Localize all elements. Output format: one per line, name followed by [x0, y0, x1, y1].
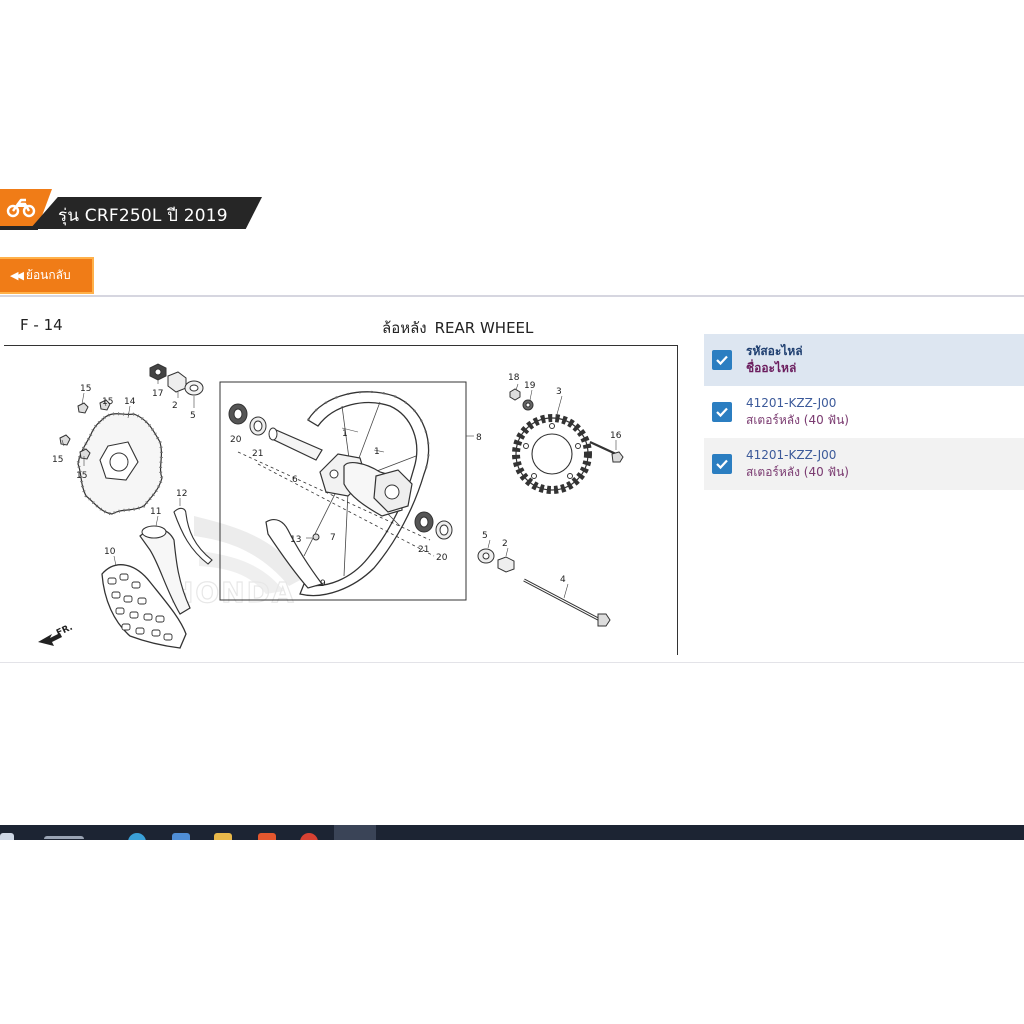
callout: 21: [418, 545, 429, 555]
callout: 5: [190, 411, 196, 421]
left-bearings[interactable]: [228, 403, 267, 436]
figure-title: ล้อหลัง REAR WHEEL: [382, 316, 533, 340]
callout: 1: [342, 429, 348, 439]
select-all-checkbox[interactable]: [712, 350, 732, 370]
back-button-label: ย้อนกลับ: [25, 268, 71, 282]
front-direction-arrow: FR.: [38, 623, 74, 646]
tire[interactable]: [101, 564, 187, 649]
header-part-name: ชื่ออะไหล่: [746, 361, 797, 375]
watermark-text: HONDA: [170, 576, 296, 609]
callout: 18: [508, 373, 520, 383]
figure-title-thai: ล้อหลัง: [382, 319, 427, 337]
figure-title-english: REAR WHEEL: [434, 319, 534, 337]
chrome-icon[interactable]: [300, 833, 318, 840]
check-icon: [716, 355, 728, 366]
callout: 7: [330, 533, 336, 543]
wheel-assembly-box: [219, 381, 467, 601]
callout: 2: [172, 401, 178, 411]
part-number: 41201-KZZ-J00: [746, 396, 837, 410]
assembly-lines: [237, 451, 435, 557]
motorcycle-icon: [6, 198, 36, 218]
callout: 16: [610, 431, 622, 441]
header-ribbon: [30, 197, 262, 229]
diagram-frame: [4, 345, 678, 655]
model-header: รุ่น CRF250L ปี 2019: [0, 189, 262, 240]
header-part-code: รหัสอะไหล่: [746, 344, 803, 358]
rear-sprocket[interactable]: [512, 414, 592, 494]
callout: 8: [476, 433, 482, 443]
callout: 6: [292, 475, 298, 485]
figure-code: F - 14: [20, 316, 63, 334]
callout: 20: [436, 553, 448, 563]
table-row[interactable]: 41201-KZZ-J00 สเตอร์หลัง (40 ฟัน): [704, 386, 1024, 438]
app-icon[interactable]: [258, 833, 276, 840]
callout: 10: [104, 547, 116, 557]
brake-disc[interactable]: [76, 412, 164, 516]
acrobat-icon[interactable]: [334, 825, 376, 840]
leader-lines: [61, 378, 617, 599]
distance-collar[interactable]: [268, 427, 323, 461]
start-icon[interactable]: [0, 833, 14, 840]
rear-axle[interactable]: [523, 578, 611, 627]
row-cell: 41201-KZZ-J00 สเตอร์หลัง (40 ฟัน): [746, 447, 849, 481]
callout: 1: [374, 447, 380, 457]
callout: 11: [150, 507, 161, 517]
callout: 15: [80, 384, 91, 394]
callout: 4: [560, 575, 566, 585]
row-checkbox[interactable]: [712, 454, 732, 474]
header-labels: รหัสอะไหล่ ชื่ออะไหล่: [746, 343, 803, 377]
table-header: รหัสอะไหล่ ชื่ออะไหล่: [704, 334, 1024, 386]
part-name: สเตอร์หลัง (40 ฟัน): [746, 413, 849, 427]
callout: 2: [502, 539, 508, 549]
wheel-hub[interactable]: [319, 453, 413, 517]
sprocket-nuts[interactable]: [509, 388, 534, 411]
row-checkbox[interactable]: [712, 402, 732, 422]
search-icon[interactable]: [44, 836, 84, 839]
store-icon[interactable]: [172, 833, 190, 840]
direction-label: FR.: [55, 623, 74, 639]
check-icon: [716, 459, 728, 470]
table-row[interactable]: 41201-KZZ-J00 สเตอร์หลัง (40 ฟัน): [704, 438, 1024, 490]
check-icon: [716, 407, 728, 418]
back-button[interactable]: ◀◀ ย้อนกลับ: [0, 257, 94, 294]
header-strip: [0, 226, 38, 230]
callout: 14: [124, 397, 136, 407]
row-cell: 41201-KZZ-J00 สเตอร์หลัง (40 ฟัน): [746, 395, 849, 429]
callout: 12: [176, 489, 187, 499]
honda-watermark: HONDA: [169, 516, 304, 610]
parts-table: รหัสอะไหล่ ชื่ออะไหล่ 41201-KZZ-J00 สเตอ…: [704, 334, 1024, 490]
divider: [0, 295, 1024, 297]
right-collar-nut[interactable]: [477, 548, 515, 573]
callout: 15: [76, 471, 87, 481]
folder-icon[interactable]: [214, 833, 232, 840]
callout: 15: [102, 397, 113, 407]
callout: 5: [482, 531, 488, 541]
double-left-arrow-icon: ◀◀: [10, 269, 24, 282]
divider: [0, 662, 1024, 663]
callout: 9: [320, 579, 326, 589]
inner-tube[interactable]: [139, 525, 191, 615]
callout: 3: [556, 387, 562, 397]
parts-diagram[interactable]: HONDA: [4, 346, 676, 654]
taskbar: [0, 825, 1024, 840]
edge-icon[interactable]: [128, 833, 146, 840]
model-title: รุ่น CRF250L ปี 2019: [58, 206, 228, 226]
spoke-nipple[interactable]: [312, 533, 320, 541]
callout: 13: [290, 535, 301, 545]
callout-numbers: 15 15 15 15 14 17 2 5 20 21 6 1 1 7 8 12…: [52, 373, 622, 589]
callout: 15: [52, 455, 63, 465]
wheel-rim[interactable]: [265, 390, 430, 597]
callout: 20: [230, 435, 242, 445]
axle-nut-parts[interactable]: [149, 363, 204, 396]
callout: 19: [524, 381, 536, 391]
rim-band[interactable]: [173, 507, 213, 565]
callout: 17: [152, 389, 163, 399]
disc-bolts[interactable]: [59, 399, 111, 460]
right-bearings[interactable]: [414, 511, 453, 540]
callout: 21: [252, 449, 263, 459]
part-name: สเตอร์หลัง (40 ฟัน): [746, 465, 849, 479]
sprocket-bolt[interactable]: [589, 441, 624, 463]
part-number: 41201-KZZ-J00: [746, 448, 837, 462]
